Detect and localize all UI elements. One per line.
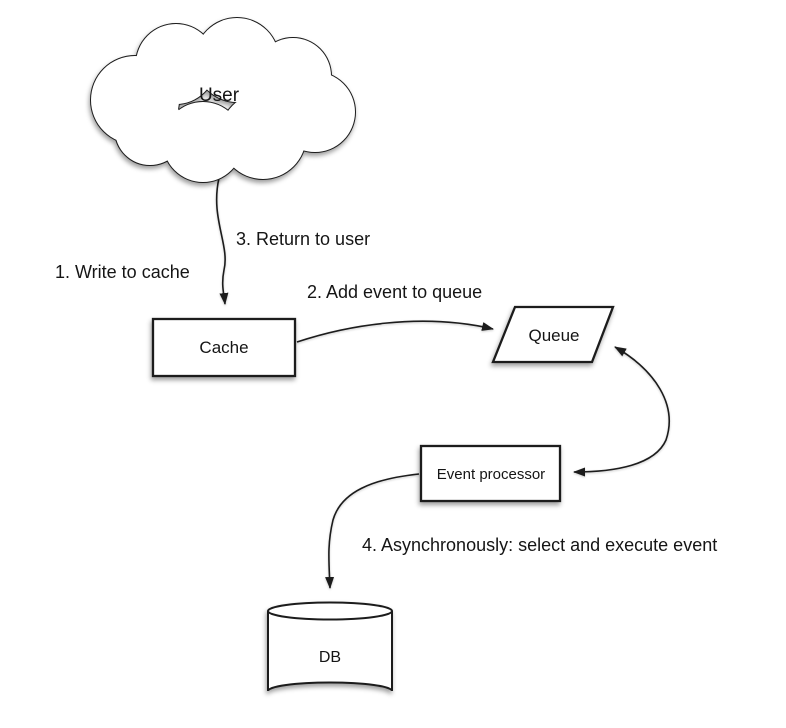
- edge-user-to-cache: [215, 177, 229, 305]
- cache-box: [151, 317, 297, 378]
- node-event-processor: Event processor: [419, 444, 562, 503]
- db-cylinder-top: [267, 601, 393, 621]
- node-cache: Cache: [151, 317, 297, 378]
- user-label: User: [199, 85, 240, 106]
- node-db: DB: [267, 601, 393, 692]
- node-queue: Queue: [491, 305, 615, 364]
- edge-processor-to-db: [325, 473, 420, 589]
- edge-queue-event-processor-bidirectional: [573, 346, 670, 477]
- label-step3-return-to-user: 3. Return to user: [236, 229, 370, 249]
- queue-label: Queue: [528, 326, 579, 345]
- cloud-shape: [90, 17, 356, 183]
- cache-label: Cache: [199, 338, 248, 357]
- edge-cache-to-queue: [296, 320, 494, 343]
- queue-parallelogram: [491, 305, 615, 364]
- label-step2-add-event-to-queue: 2. Add event to queue: [307, 282, 482, 302]
- event-processor-label: Event processor: [437, 466, 545, 483]
- db-label: DB: [319, 649, 341, 666]
- db-cylinder-body: [267, 611, 393, 692]
- label-step1-write-to-cache: 1. Write to cache: [55, 262, 190, 282]
- node-user: User: [90, 17, 356, 183]
- label-step4-asynchronously-select-execute: 4. Asynchronously: select and execute ev…: [362, 535, 717, 555]
- event-processor-box: [419, 444, 562, 503]
